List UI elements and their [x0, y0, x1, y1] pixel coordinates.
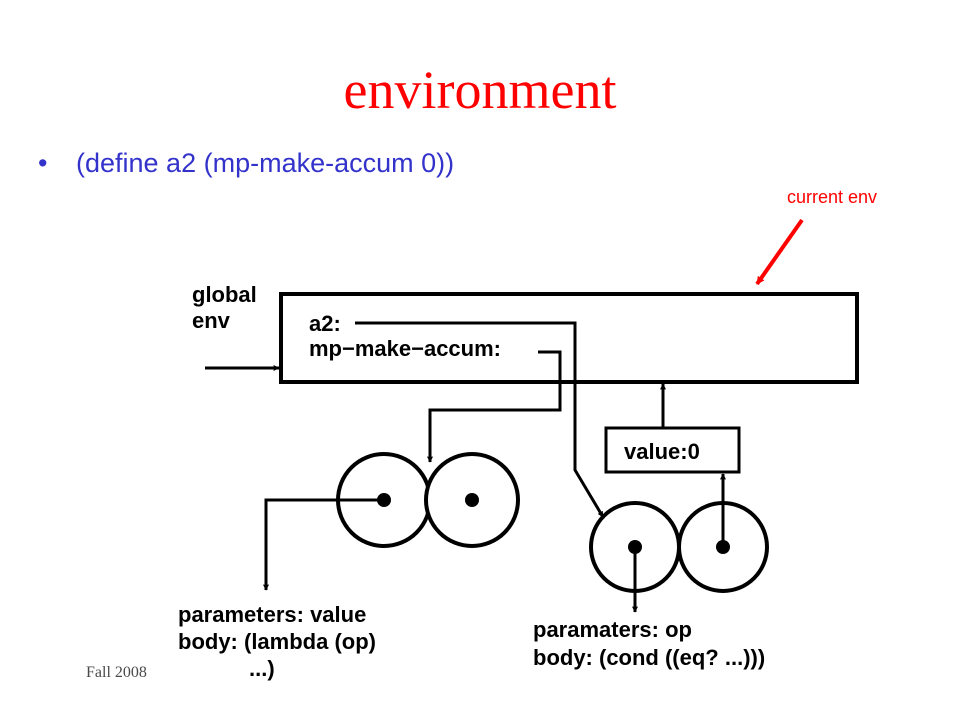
a2-pointer-arrow	[355, 321, 605, 518]
current-env-arrow	[755, 218, 804, 286]
footer-date: Fall 2008	[86, 664, 147, 681]
proc1-body-rest: ...)	[249, 656, 275, 681]
global-label: global	[192, 282, 257, 307]
proc1-params: parameters: value	[178, 602, 366, 627]
binding-a2: a2:	[309, 311, 341, 336]
proc1-code-arrow	[263, 498, 384, 591]
current-env-label: current env	[787, 187, 877, 207]
env-label: env	[192, 308, 231, 333]
frame-value: value:0	[624, 439, 700, 464]
bullet-text: (define a2 (mp-make-accum 0))	[76, 148, 455, 178]
bullet-item: • (define a2 (mp-make-accum 0))	[38, 143, 454, 183]
proc2-body: body: (cond ((eq? ...)))	[533, 645, 765, 670]
proc1-body: body: (lambda (op)	[178, 629, 376, 654]
slide-title: environment	[343, 60, 617, 120]
binding-mp-make-accum: mp−make−accum:	[309, 336, 501, 361]
accum-frame	[604, 426, 741, 474]
mp-make-accum-pointer-arrow	[427, 350, 562, 463]
global-env-frame	[279, 292, 859, 384]
bullet-mark: •	[38, 148, 48, 178]
proc2-params: paramaters: op	[533, 617, 692, 642]
proc1-env-dot	[465, 493, 479, 507]
